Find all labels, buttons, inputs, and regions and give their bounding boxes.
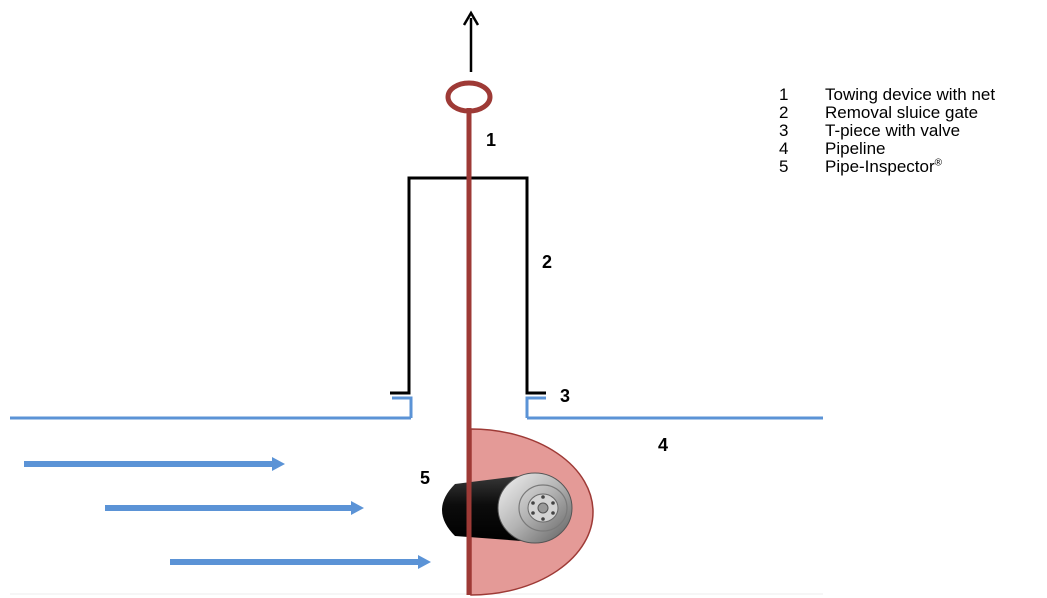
legend-item: 5 Pipe-Inspector®	[779, 158, 995, 176]
flow-arrow	[170, 555, 431, 569]
legend-label: Pipe-Inspector®	[825, 157, 942, 176]
legend-item: 2 Removal sluice gate	[779, 104, 995, 122]
towing-device	[445, 80, 493, 595]
legend-number: 1	[779, 85, 789, 104]
legend-number: 2	[779, 103, 789, 122]
callout-5: 5	[420, 468, 430, 488]
legend-label: Removal sluice gate	[825, 103, 979, 122]
legend-number: 3	[779, 121, 789, 140]
flow-arrow	[105, 501, 364, 515]
pipeline	[10, 416, 823, 595]
legend: 1 Towing device with net 2 Removal sluic…	[779, 86, 995, 176]
registered-mark: ®	[934, 157, 942, 169]
pull-direction-arrow	[462, 10, 480, 72]
flow-arrow	[24, 457, 285, 471]
legend-item: 4 Pipeline	[779, 140, 995, 158]
callout-1: 1	[486, 130, 496, 150]
legend-label: Towing device with net	[825, 85, 996, 104]
callout-3: 3	[560, 386, 570, 406]
legend-item: 1 Towing device with net	[779, 86, 995, 104]
legend-number: 5	[779, 157, 789, 176]
t-piece-valve	[392, 396, 546, 418]
legend-label: T-piece with valve	[825, 121, 961, 140]
callout-4: 4	[658, 435, 668, 455]
legend-number: 4	[779, 139, 789, 158]
legend-item: 3 T-piece with valve	[779, 122, 995, 140]
pipe-inspector	[442, 472, 573, 544]
legend-label: Pipeline	[825, 139, 886, 158]
callout-2: 2	[542, 252, 552, 272]
